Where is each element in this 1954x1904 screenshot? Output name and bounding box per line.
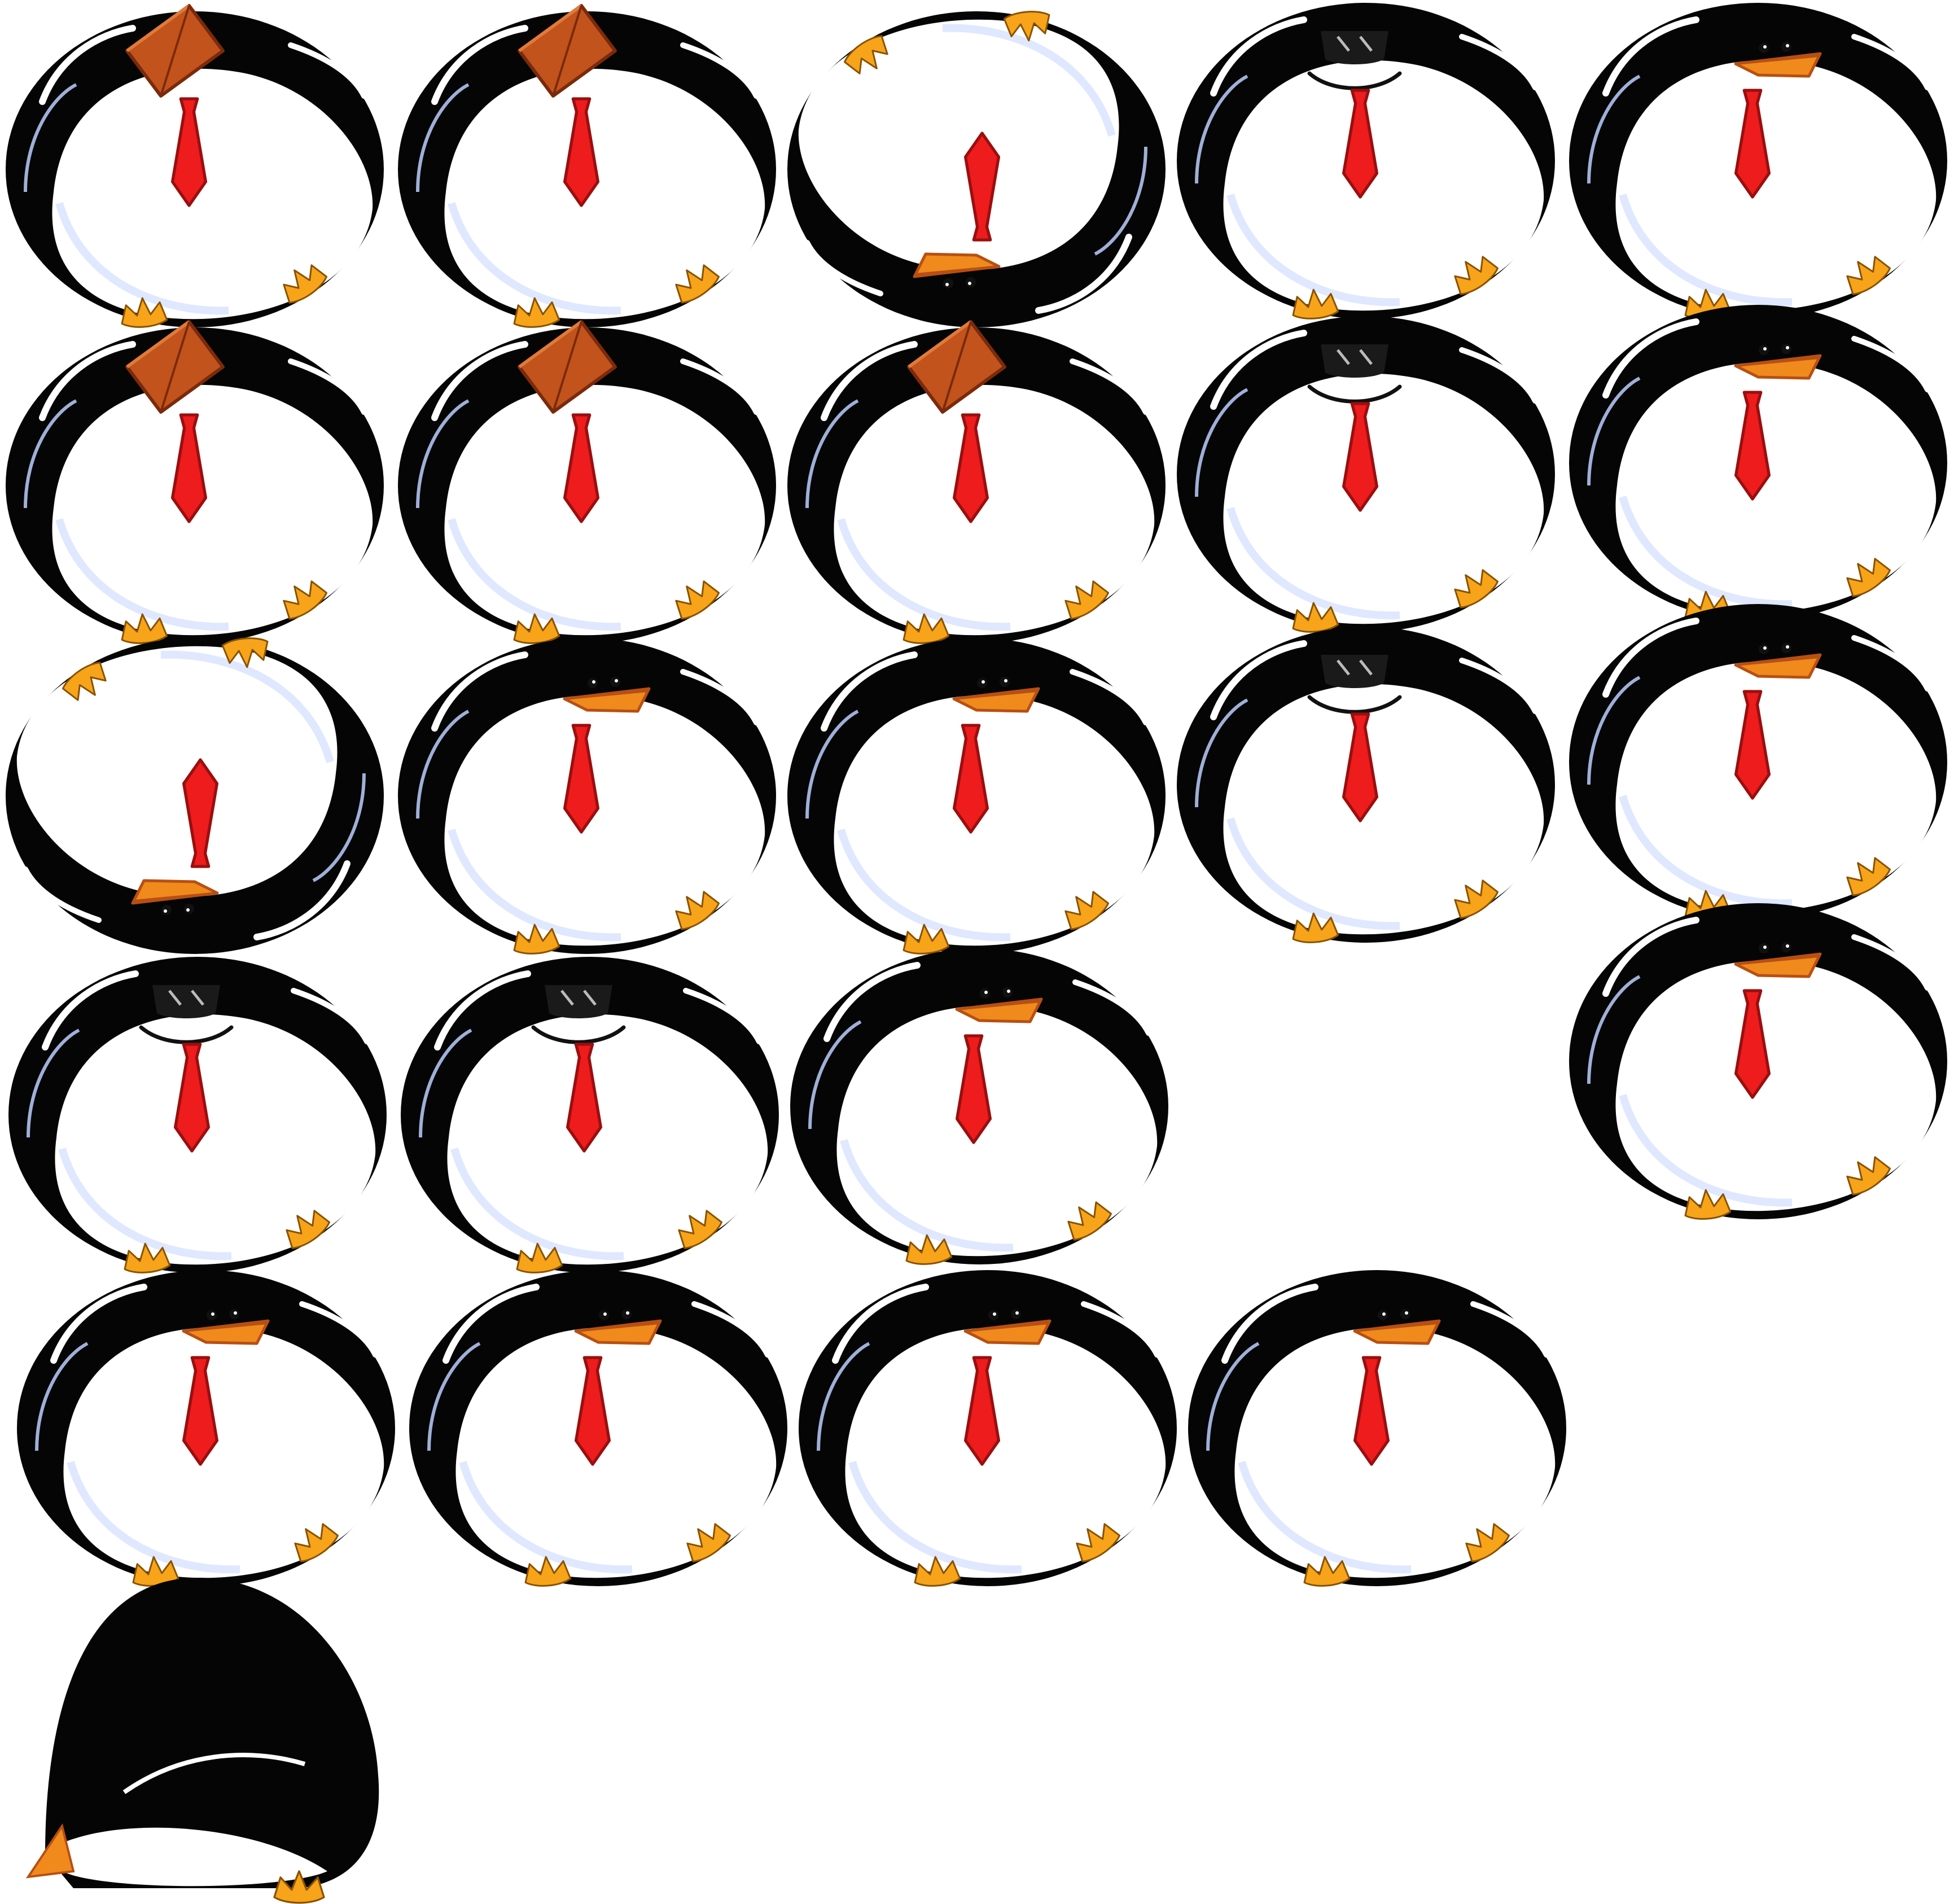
curled-body	[45, 1578, 379, 1888]
penguin-sprite-normal	[799, 1270, 1177, 1587]
penguin-sprite-flipped	[6, 637, 384, 954]
penguin-sprite-normal	[790, 948, 1168, 1266]
penguin-sprite-shades	[8, 957, 387, 1274]
penguin-sprite-normal	[398, 638, 776, 955]
penguin-sprite-box	[398, 6, 776, 329]
penguin-sprite-shades	[1177, 316, 1555, 633]
penguin-sprite-flipped	[787, 10, 1166, 327]
penguin-sprite-curled	[25, 1578, 379, 1904]
beak	[25, 1823, 75, 1879]
penguin-sprite-normal	[409, 1270, 787, 1587]
penguin-sprite-normal	[1569, 604, 1947, 921]
penguin-sprite-normal	[787, 638, 1166, 955]
penguin-sprite-shades	[1177, 3, 1555, 320]
penguin-sprite-normal	[1569, 3, 1947, 320]
penguin-sprite-normal	[1569, 903, 1947, 1220]
penguin-sprite-shades	[1177, 627, 1555, 944]
penguin-sprite-normal	[1188, 1270, 1566, 1587]
penguin-sprite-normal	[1569, 305, 1947, 622]
penguin-sprite-box	[6, 322, 384, 645]
penguin-sprite-box	[6, 6, 384, 329]
penguin-sprite-shades	[401, 957, 779, 1274]
penguin-sprite-normal	[17, 1270, 395, 1587]
penguin-sprite-box	[787, 322, 1166, 645]
penguin-sprite-box	[398, 322, 776, 645]
